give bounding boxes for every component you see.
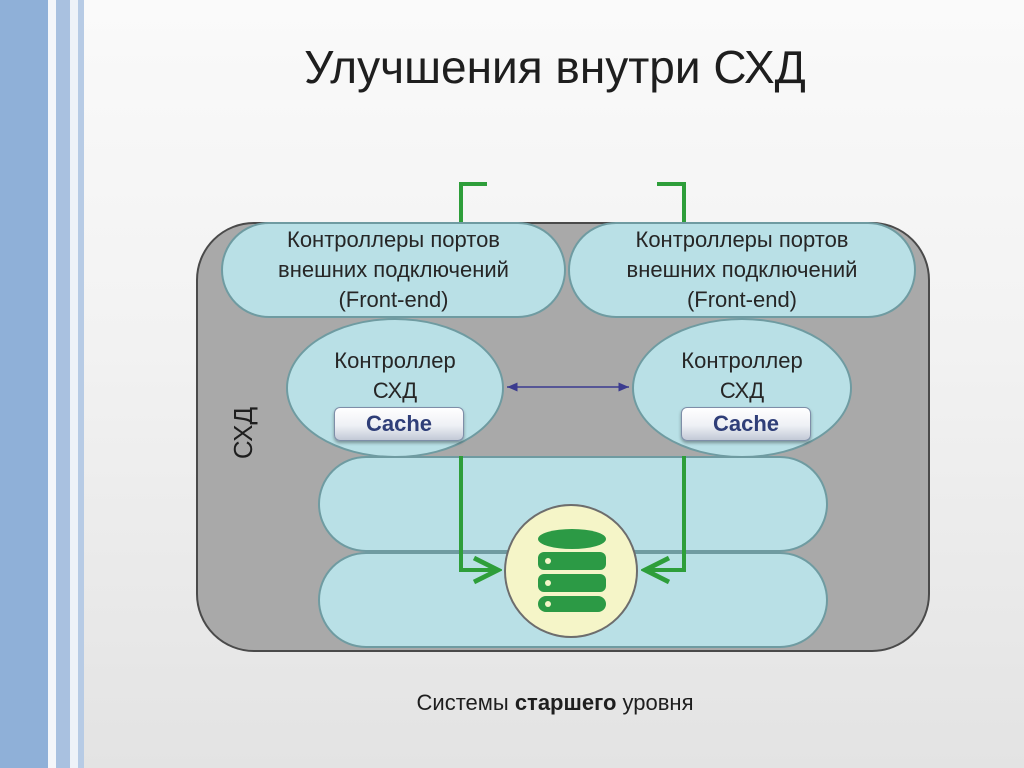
slide-title: Улучшения внутри СХД <box>304 41 806 93</box>
storage-controller-left: Контроллер СХД <box>286 318 504 458</box>
stripe <box>78 0 84 768</box>
host-link-left <box>459 182 487 222</box>
host-link-right <box>657 182 686 222</box>
database-icon <box>538 529 606 612</box>
caption-bold: старшего <box>514 690 617 715</box>
stripe <box>0 0 48 768</box>
stripe <box>70 0 78 768</box>
caption-suffix: уровня <box>616 690 694 715</box>
storage-controller-label: Контроллер СХД <box>681 348 803 403</box>
storage-controller-label: Контроллер СХД <box>334 348 456 403</box>
disk-array <box>504 504 638 638</box>
stripe <box>56 0 70 768</box>
stripe <box>48 0 56 768</box>
caption: Системы старшего уровня <box>0 690 1024 716</box>
front-end-controller-right: Контроллеры портов внешних подключений (… <box>568 222 916 318</box>
caption-prefix: Системы <box>416 690 515 715</box>
cache-badge: Cache <box>334 407 464 441</box>
data-path-right <box>645 456 686 570</box>
data-path-left <box>459 456 498 570</box>
cache-badge: Cache <box>681 407 811 441</box>
front-end-controller-left: Контроллеры портов внешних подключений (… <box>221 222 566 318</box>
decorative-stripes <box>0 0 90 768</box>
